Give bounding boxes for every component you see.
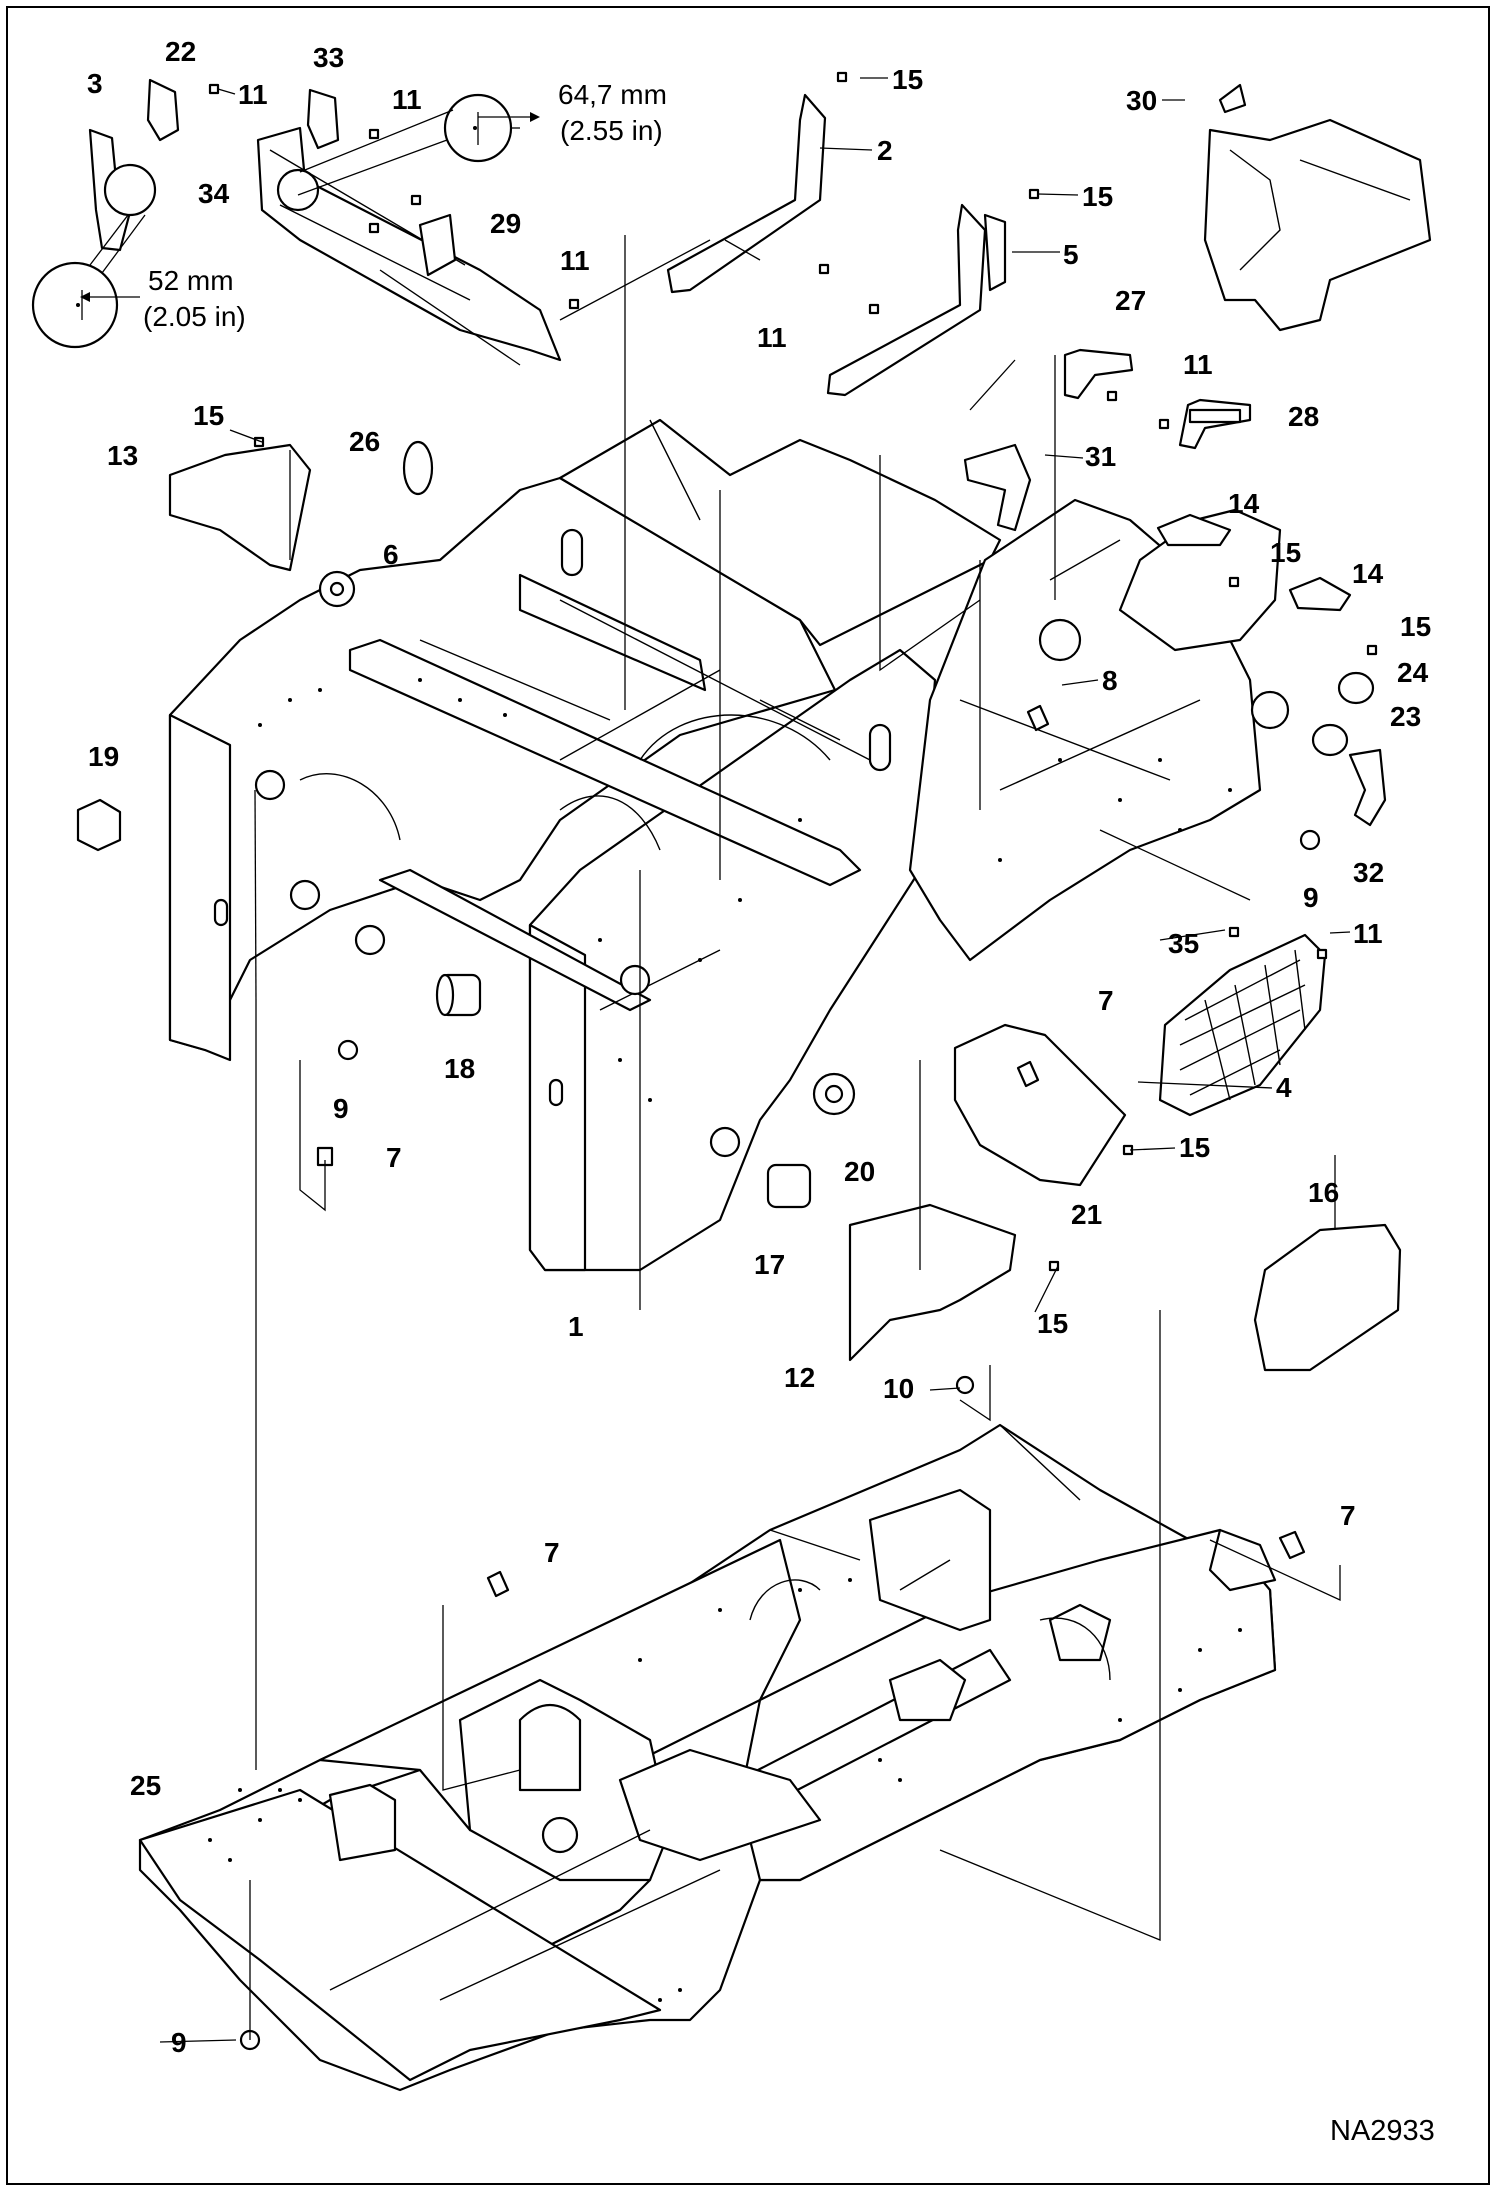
callout-3: 3 [87, 68, 103, 99]
callout-5: 5 [1063, 239, 1079, 270]
callout-12: 12 [784, 1362, 815, 1393]
callout-15-c: 15 [193, 400, 224, 431]
drawing-reference-code: NA2933 [1330, 2115, 1435, 2147]
callout-11-a: 11 [238, 79, 268, 110]
callout-21: 21 [1071, 1199, 1102, 1230]
callout-11-f: 11 [1353, 918, 1383, 949]
dimension-metric-52: 52 mm [148, 265, 234, 296]
callout-27: 27 [1115, 285, 1146, 316]
callout-35: 35 [1168, 928, 1199, 959]
callout-20: 20 [844, 1156, 875, 1187]
dimension-imperial-255: (2.55 in) [560, 115, 663, 146]
leader-lines [249, 235, 1341, 2040]
fasteners [208, 71, 1378, 2051]
lower-frame [138, 1423, 1277, 2092]
callout-26: 26 [349, 426, 380, 457]
callout-9-c: 9 [171, 2027, 187, 2058]
callout-23: 23 [1390, 701, 1421, 732]
callout-14-a: 14 [1228, 488, 1260, 519]
dimension-hole-left [103, 163, 157, 217]
dimension-detail-52mm: 52 mm (2.05 in) [31, 214, 246, 349]
callout-14-b: 14 [1352, 558, 1384, 589]
callout-13: 13 [107, 440, 138, 471]
callout-15-d: 15 [1270, 537, 1301, 568]
drawing-border [6, 6, 1490, 2185]
callout-8: 8 [1102, 665, 1118, 696]
callout-25: 25 [130, 1770, 161, 1801]
callouts: 1 2 3 4 5 6 7 7 7 7 7 8 9 9 9 9 10 11 11… [87, 36, 1431, 2058]
callout-10: 10 [883, 1373, 914, 1404]
bracket-assembly-top-left [88, 78, 562, 362]
upper-frame [168, 418, 1290, 1272]
loose-parts [76, 408, 1402, 1372]
callout-15-f: 15 [1179, 1132, 1210, 1163]
callout-32: 32 [1353, 857, 1384, 888]
callout-30: 30 [1126, 85, 1157, 116]
callout-11-d: 11 [757, 322, 787, 353]
callout-16: 16 [1308, 1177, 1339, 1208]
dimension-hole-right [276, 168, 320, 212]
callout-leaders [159, 77, 1351, 2043]
callout-15-a: 15 [892, 64, 923, 95]
dimension-metric-64: 64,7 mm [558, 79, 667, 110]
callout-28: 28 [1288, 401, 1319, 432]
upper-right-component [1203, 118, 1432, 332]
callout-15-e: 15 [1400, 611, 1431, 642]
callout-15-g: 15 [1037, 1308, 1068, 1339]
callout-15-b: 15 [1082, 181, 1113, 212]
dimension-detail-64mm: 64,7 mm (2.55 in) [297, 79, 667, 196]
callout-31: 31 [1085, 441, 1116, 472]
callout-11-b: 11 [392, 84, 422, 115]
callout-7-c: 7 [544, 1537, 560, 1568]
callout-17: 17 [754, 1249, 785, 1280]
callout-33: 33 [313, 42, 344, 73]
callout-24: 24 [1397, 657, 1429, 688]
callout-22: 22 [165, 36, 196, 67]
dimension-imperial-205: (2.05 in) [143, 301, 246, 332]
callout-7-a: 7 [386, 1142, 402, 1173]
callout-34: 34 [198, 178, 230, 209]
callout-2: 2 [877, 135, 893, 166]
callout-7-b: 7 [1098, 985, 1114, 1016]
callout-7-d: 7 [1340, 1500, 1356, 1531]
callout-11-e: 11 [1183, 349, 1213, 380]
callout-19: 19 [88, 741, 119, 772]
callout-9-a: 9 [333, 1093, 349, 1124]
callout-1: 1 [568, 1311, 584, 1342]
callout-9-b: 9 [1303, 882, 1319, 913]
callout-4: 4 [1276, 1072, 1292, 1103]
callout-18: 18 [444, 1053, 475, 1084]
callout-29: 29 [490, 208, 521, 239]
callout-11-c: 11 [560, 245, 590, 276]
callout-6: 6 [383, 539, 399, 570]
